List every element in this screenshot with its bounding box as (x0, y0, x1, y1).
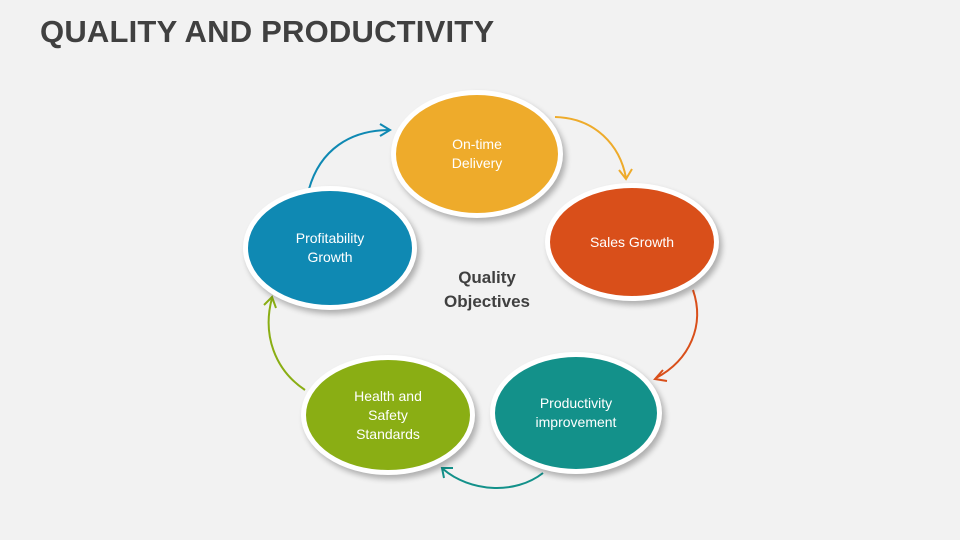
arrow-profitability-to-ontime (308, 123, 392, 190)
node-label: On-time Delivery (451, 136, 503, 171)
node-sales-growth: Sales Growth (545, 183, 719, 301)
arrow-health-to-profitability (263, 295, 306, 391)
center-label: Quality Objectives (444, 268, 530, 311)
node-label: Profitability Growth (295, 230, 365, 265)
node-profitability-growth: Profitability Growth (243, 186, 417, 310)
node-on-time-delivery: On-time Delivery (391, 90, 563, 218)
arrow-sales-to-productivity (653, 289, 698, 382)
node-health-safety-standards: Health and Safety Standards (301, 355, 475, 475)
node-label: Sales Growth (589, 233, 675, 250)
arrow-ontime-to-sales (554, 116, 633, 181)
node-label: Productivity improvement (535, 395, 617, 430)
node-label: Health and Safety Standards (354, 387, 422, 442)
node-productivity-improvement: Productivity improvement (490, 352, 662, 474)
arrow-productivity-to-health (440, 467, 544, 489)
page-title: QUALITY AND PRODUCTIVITY (40, 14, 495, 49)
